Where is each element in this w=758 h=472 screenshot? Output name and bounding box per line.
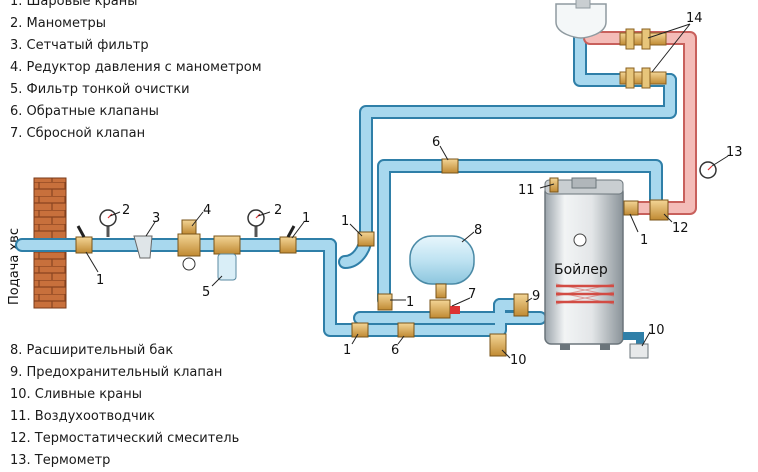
callout: 5 (202, 285, 210, 300)
legend-item: 4. Редуктор давления с манометром (10, 60, 262, 75)
fine-filter (213, 235, 241, 281)
manifold-cold (619, 67, 667, 89)
callout: 8 (474, 223, 482, 238)
legend-item: 6. Обратные клапаны (10, 104, 159, 119)
legend-item: 2. Манометры (10, 16, 107, 31)
legend-item: 13. Термометр (10, 453, 111, 468)
callout: 10 (510, 353, 527, 368)
legend-item: 12. Термостатический смеситель (10, 431, 240, 446)
callout: 11 (518, 183, 535, 198)
legend-item: 11. Воздухоотводчик (10, 409, 156, 424)
callout: 1 (640, 233, 648, 248)
callout: 6 (391, 343, 399, 358)
legend-item: 1. Шаровые краны (10, 0, 138, 9)
callout: 6 (432, 135, 440, 150)
thermostatic-mixer (649, 199, 669, 221)
sink (555, 0, 607, 39)
ball-valve (75, 225, 93, 254)
thermometer (699, 161, 717, 179)
check-valve (441, 158, 459, 174)
mesh-filter (133, 235, 153, 259)
ball-valve (623, 200, 639, 216)
legend-item: 9. Предохранительный клапан (10, 365, 223, 380)
callout: 3 (152, 211, 160, 226)
pressure-gauge (247, 209, 265, 237)
boiler-label: Бойлер (554, 262, 608, 278)
pressure-gauge (99, 209, 117, 237)
legend-top: 1. Шаровые краны 2. Манометры 3. Сетчаты… (10, 0, 262, 145)
safety-valve (513, 293, 529, 317)
callout: 13 (726, 145, 743, 160)
legend-item: 3. Сетчатый фильтр (10, 38, 149, 53)
drain-valve (623, 332, 649, 359)
callout: 12 (672, 221, 689, 236)
callout: 9 (532, 289, 540, 304)
boiler (544, 177, 624, 350)
callout: 10 (648, 323, 665, 338)
ball-valve (351, 322, 369, 338)
check-valve (397, 322, 415, 338)
drain-valve (489, 333, 507, 357)
legend-bottom: 8. Расширительный бак 9. Предохранительн… (10, 340, 239, 472)
callout: 1 (96, 273, 104, 288)
ball-valve (279, 225, 297, 254)
callout: 1 (406, 295, 414, 310)
callout: 4 (203, 203, 211, 218)
ball-valve (377, 293, 393, 311)
legend-item: 8. Расширительный бак (10, 343, 174, 358)
legend-item: 5. Фильтр тонкой очистки (10, 82, 190, 97)
relief-valve (429, 299, 460, 319)
callout: 1 (343, 343, 351, 358)
callout: 2 (274, 203, 282, 218)
expansion-tank (409, 235, 475, 299)
leader-lines (85, 145, 729, 359)
callout: 1 (302, 211, 310, 226)
legend-item: 10. Сливные краны (10, 387, 143, 402)
pressure-reducer (177, 219, 201, 271)
callout: 1 (341, 214, 349, 229)
legend-item: 7. Сбросной клапан (10, 126, 146, 141)
callout: 7 (468, 287, 476, 302)
callout: 14 (686, 11, 703, 26)
callout: 2 (122, 203, 130, 218)
leader-line (647, 23, 691, 73)
